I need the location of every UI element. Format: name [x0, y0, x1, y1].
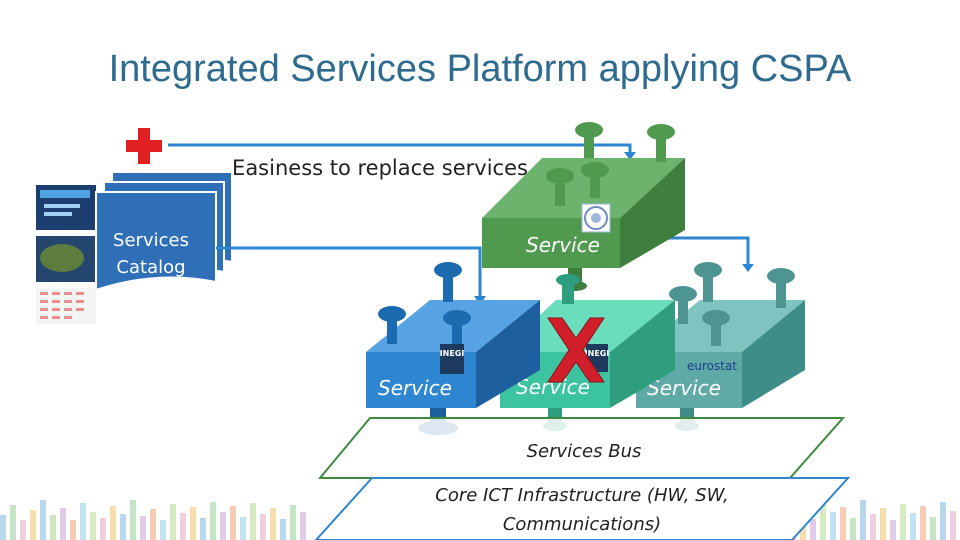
inegi-logo-blue-text: INEGI — [440, 349, 465, 358]
easiness-label: Easiness to replace services — [232, 156, 528, 180]
eurostat-logo: eurostat — [687, 359, 737, 373]
core-label-line1: Core ICT Infrastructure (HW, SW, — [435, 485, 728, 506]
plus-icon — [126, 128, 162, 164]
catalog-thumbnails — [36, 185, 96, 324]
services-catalog: Services Catalog — [95, 171, 233, 292]
green-service-block: Service — [482, 122, 685, 291]
service-label-gray: Service — [647, 376, 721, 400]
page-title: Integrated Services Platform applying CS… — [108, 48, 852, 90]
catalog-label-line2: Catalog — [116, 257, 185, 278]
service-label-green: Service — [526, 233, 600, 257]
core-infrastructure: Core ICT Infrastructure (HW, SW, Communi… — [314, 477, 851, 540]
catalog-label-line1: Services — [113, 230, 189, 251]
service-label-blue: Service — [378, 376, 452, 400]
blue-service-block: INEGI Service — [366, 262, 540, 435]
inegi-logo-blue — [440, 344, 464, 374]
remove-cross-icon — [547, 317, 605, 383]
inegi-logo-teal-text: INEGI — [585, 349, 610, 358]
core-label-line2: Communications) — [503, 514, 661, 535]
bus-label: Services Bus — [527, 441, 642, 462]
services-bus: Services Bus — [317, 417, 846, 479]
